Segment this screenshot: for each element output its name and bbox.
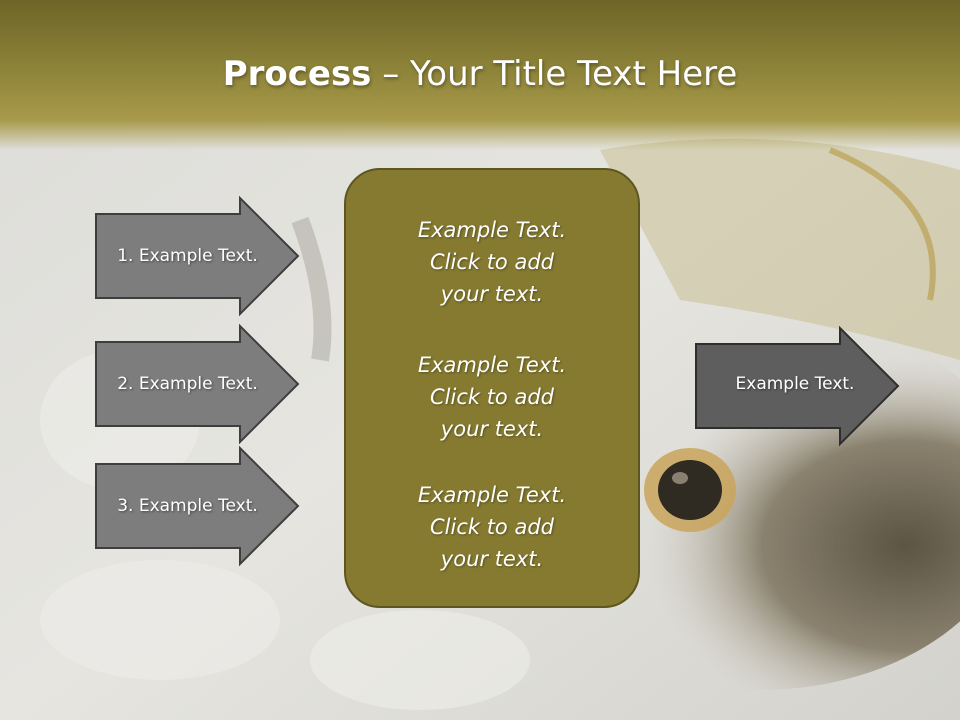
center-item-3-line3: your text. (440, 547, 544, 571)
right-arrow[interactable] (695, 325, 900, 447)
center-item-1: Example Text. Click to add your text. (346, 214, 638, 310)
left-arrow-2[interactable] (95, 323, 300, 445)
right-arrow-label: Example Text. (735, 374, 855, 394)
center-item-2-line3: your text. (440, 417, 544, 441)
center-item-1-line1: Example Text. (417, 218, 567, 242)
center-item-2-line2: Click to add (429, 385, 554, 409)
left-arrow-3[interactable] (95, 445, 300, 567)
left-arrow-1-label: 1. Example Text. (117, 246, 258, 266)
left-arrow-3-label: 3. Example Text. (117, 496, 258, 516)
title-bold: Process (222, 54, 372, 94)
center-item-3-line1: Example Text. (417, 483, 567, 507)
center-item-1-line3: your text. (440, 282, 544, 306)
left-arrow-1[interactable] (95, 195, 300, 317)
center-text-box[interactable]: Example Text. Click to add your text. Ex… (344, 168, 640, 608)
title-rest: – Your Title Text Here (371, 54, 738, 94)
left-arrow-2-label: 2. Example Text. (117, 374, 258, 394)
slide-title[interactable]: Process – Your Title Text Here (0, 52, 960, 96)
center-item-3: Example Text. Click to add your text. (346, 479, 638, 575)
center-item-3-line2: Click to add (429, 515, 554, 539)
center-item-2-line1: Example Text. (417, 353, 567, 377)
center-item-2: Example Text. Click to add your text. (346, 349, 638, 445)
center-item-1-line2: Click to add (429, 250, 554, 274)
title-bar (0, 0, 960, 150)
